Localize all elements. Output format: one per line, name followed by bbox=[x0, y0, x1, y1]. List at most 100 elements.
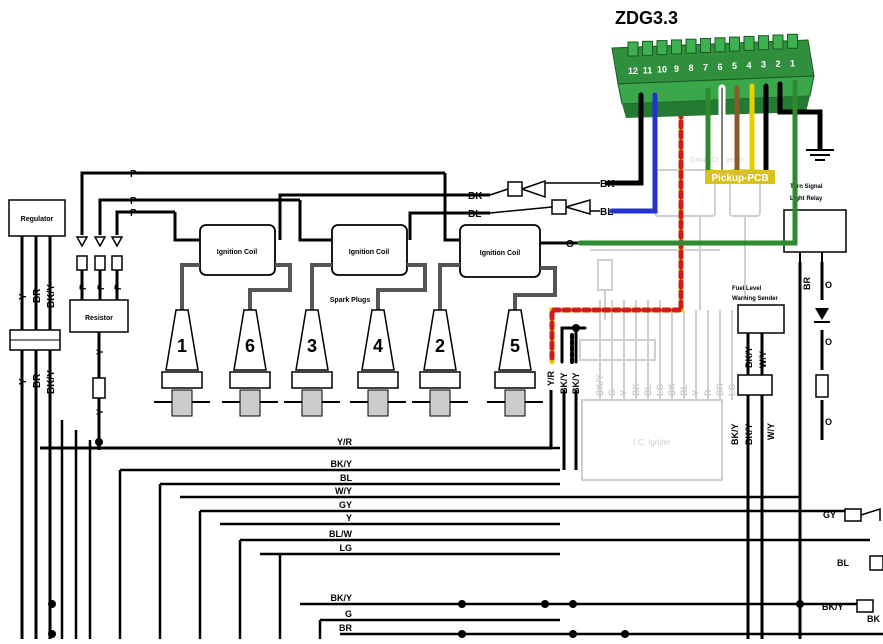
terminal-pin-label: 4 bbox=[746, 60, 751, 70]
igniter-label-bky2: BK/Y bbox=[571, 372, 581, 394]
junction-dot bbox=[458, 600, 466, 608]
junction-dot bbox=[95, 438, 103, 446]
sender-label-bky: BK/Y bbox=[744, 346, 754, 368]
ghost-column-label: LG bbox=[655, 384, 665, 397]
ghost-column-label: BK bbox=[667, 383, 677, 396]
lower-reg-wires bbox=[20, 350, 52, 639]
spark-plug-thread bbox=[171, 389, 193, 417]
junction-dot bbox=[621, 630, 629, 638]
bus-label: BL/W bbox=[329, 529, 352, 539]
terminal-screw bbox=[627, 41, 639, 57]
ghost-column-label: BR bbox=[715, 383, 725, 396]
spark-plug-5: 5 bbox=[487, 309, 543, 417]
wire-label-bl-in: BL bbox=[468, 209, 481, 220]
ground-symbol bbox=[806, 149, 834, 161]
pickup-harness bbox=[549, 89, 684, 365]
ghost-column-label: LG bbox=[727, 384, 737, 397]
spark-plug-insulator bbox=[498, 309, 532, 371]
junction-dot bbox=[541, 600, 549, 608]
terminal-pin-label: 8 bbox=[688, 63, 693, 73]
diode-label-o2: O bbox=[825, 417, 832, 427]
connector-title: ZDG3.3 bbox=[615, 8, 678, 28]
relay-wires bbox=[798, 262, 824, 639]
terminal-pin-label: 2 bbox=[775, 59, 780, 69]
relay-label-o: O bbox=[825, 280, 832, 290]
regulator-wires bbox=[20, 236, 52, 330]
spark-plug-hex bbox=[161, 371, 203, 389]
junction-dot bbox=[48, 600, 56, 608]
spark-plug-hex bbox=[229, 371, 271, 389]
ghost-column-label: Y bbox=[691, 390, 701, 396]
terminal-screw bbox=[714, 37, 726, 53]
top-wire-label-p2: P bbox=[130, 196, 137, 207]
lower-wire-label-y: Y bbox=[18, 378, 29, 385]
ghost-column-label: R bbox=[703, 389, 713, 396]
terminal-screw bbox=[787, 33, 798, 49]
regulator-label: Regulator bbox=[21, 216, 54, 223]
fuse-elements bbox=[75, 236, 124, 271]
relay-label-line1: Turn Signal bbox=[790, 184, 823, 190]
regulator-box bbox=[8, 199, 66, 237]
ghost-column-label: BL bbox=[643, 384, 653, 396]
spark-plug-insulator bbox=[423, 309, 457, 371]
fuel-sender-wires bbox=[746, 333, 764, 639]
ghost-column-label: BL bbox=[679, 384, 689, 396]
spark-plug-thread bbox=[504, 389, 526, 417]
sender2-label-bky2: BK/Y bbox=[744, 423, 754, 445]
junction-dot bbox=[458, 630, 466, 638]
edge-label-bky: BK/Y bbox=[822, 602, 844, 612]
ignition-coil-3: Ignition Coil bbox=[459, 224, 541, 278]
wire-label-bl-out: BL bbox=[600, 207, 613, 218]
pickup-pcb-label: Pickup-PCB bbox=[711, 173, 768, 184]
regulator: Regulator bbox=[8, 199, 66, 237]
diode-label-o1: O bbox=[825, 337, 832, 347]
junction-dot bbox=[569, 600, 577, 608]
fuel-sender-label-line2: Warning Sender bbox=[732, 296, 778, 302]
junction-dot bbox=[569, 630, 577, 638]
terminal-pin-label: 11 bbox=[643, 65, 653, 75]
spark-plug-insulator bbox=[295, 309, 329, 371]
terminal-pin-label: 10 bbox=[657, 65, 667, 75]
spark-plug-thread bbox=[239, 389, 261, 417]
ignition-coil-2-label: Ignition Coil bbox=[349, 249, 389, 256]
spark-plug-number: 6 bbox=[245, 336, 255, 356]
spark-plug-number: 4 bbox=[373, 336, 383, 356]
ghost-small-box bbox=[597, 259, 613, 291]
ignition-coil-1-label: Ignition Coil bbox=[217, 249, 257, 256]
terminal-pin-label: 9 bbox=[674, 64, 679, 74]
fuel-sender-label-line1: Fuel Level bbox=[732, 286, 762, 292]
ghost-group-connector-label: Group Connector bbox=[690, 157, 744, 164]
spark-plug-hex bbox=[494, 371, 536, 389]
spark-plug-number: 2 bbox=[435, 336, 445, 356]
lower-wire-label-bky: BK/Y bbox=[46, 370, 57, 394]
ignition-coil-2: Ignition Coil bbox=[331, 224, 408, 276]
reg-wire-label-y: Y bbox=[18, 293, 29, 300]
spark-plug-hex bbox=[291, 371, 333, 389]
relay-label-br: BR bbox=[802, 277, 812, 290]
spark-plug-thread bbox=[301, 389, 323, 417]
right-fuse bbox=[815, 374, 829, 398]
spark-plug-number: 5 bbox=[510, 336, 520, 356]
spark-plug-thread bbox=[367, 389, 389, 417]
bus-label: Y/R bbox=[337, 437, 353, 447]
ghost-column-label: BK/Y bbox=[595, 374, 605, 396]
spark-plug-insulator bbox=[165, 309, 199, 371]
ghost-column-wires bbox=[590, 216, 746, 400]
bus-label: GY bbox=[339, 500, 352, 510]
bus-label: BL bbox=[340, 473, 352, 483]
terminal-wires bbox=[577, 79, 823, 246]
bus-label: BK/Y bbox=[330, 593, 352, 603]
diode-icon bbox=[815, 308, 829, 320]
terminal-pin-label: 7 bbox=[703, 63, 708, 73]
spark-plug-3: 3 bbox=[284, 309, 340, 417]
wire-label-bk-out: BK bbox=[600, 179, 615, 190]
resistor-out-fuse bbox=[92, 377, 106, 399]
ghost-column-label: Y bbox=[619, 390, 629, 396]
